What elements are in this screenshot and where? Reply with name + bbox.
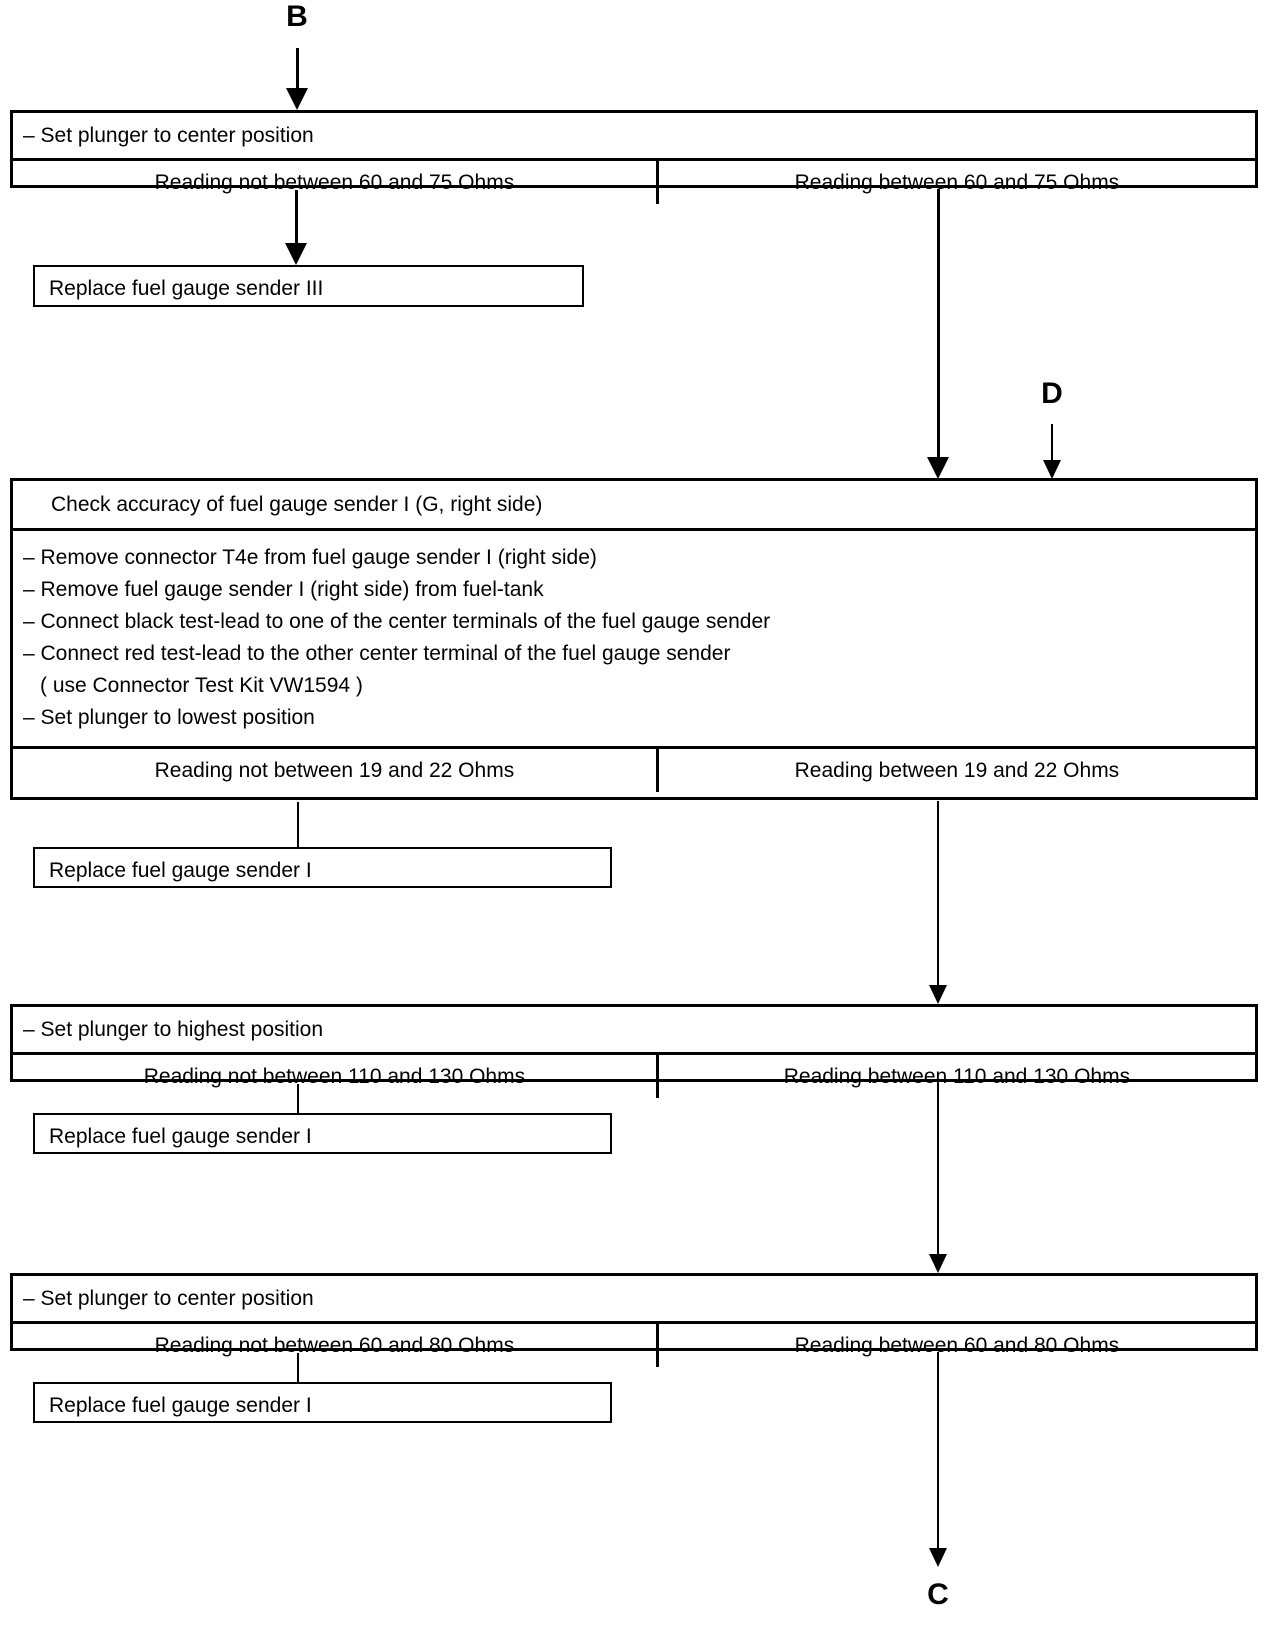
connector-label-d: D <box>1041 377 1063 410</box>
branch-row: Reading not between 60 and 80 Ohms Readi… <box>13 1321 1255 1367</box>
branch-pass-label: Reading between 60 and 80 Ohms <box>794 1334 1120 1357</box>
result-text: Replace fuel gauge sender I <box>49 859 312 882</box>
arrow-pass-to-connector-c <box>918 1352 958 1567</box>
result-replace-fuel-gauge-sender-iii: Replace fuel gauge sender III <box>33 265 584 307</box>
block-check-accuracy: Check accuracy of fuel gauge sender I (G… <box>10 478 1258 800</box>
branch-fail-label: Reading not between 60 and 80 Ohms <box>13 1324 659 1367</box>
arrow-b-to-center-block <box>277 48 317 110</box>
arrow-d-to-check-accuracy <box>1032 424 1072 479</box>
branch-pass-label: Reading between 110 and 130 Ohms <box>783 1065 1131 1088</box>
instruction-text: – Set plunger to highest position <box>23 1018 324 1041</box>
arrow-pass-to-highest-position <box>918 801 958 1004</box>
result-text: Replace fuel gauge sender I <box>49 1125 312 1148</box>
branch-row: Reading not between 19 and 22 Ohms Readi… <box>13 746 1255 792</box>
branch-fail-label: Reading not between 19 and 22 Ohms <box>13 749 659 792</box>
block-set-plunger-center-1: – Set plunger to center position Reading… <box>10 110 1258 204</box>
branch-fail-label: Reading not between 60 and 75 Ohms <box>13 161 659 204</box>
block-set-plunger-highest: – Set plunger to highest position Readin… <box>10 1004 1258 1098</box>
step-item-continuation: ( use Connector Test Kit VW1594 ) <box>40 674 363 697</box>
step-item: – Connect red test-lead to the other cen… <box>23 642 731 665</box>
result-replace-fuel-gauge-sender-i-1: Replace fuel gauge sender I <box>33 847 612 888</box>
step-item: – Connect black test-lead to one of the … <box>23 610 771 633</box>
branch-fail-label: Reading not between 110 and 130 Ohms <box>13 1055 659 1098</box>
connector-label-c: C <box>927 1578 949 1611</box>
instruction-text: – Set plunger to center position <box>23 124 314 147</box>
branch-pass-label: Reading between 19 and 22 Ohms <box>794 759 1120 782</box>
connector-label-b: B <box>286 0 308 33</box>
step-item: – Remove connector T4e from fuel gauge s… <box>23 546 597 569</box>
arrow-fail-to-replace-sender-iii <box>276 190 316 265</box>
block-set-plunger-center-2: – Set plunger to center position Reading… <box>10 1273 1258 1367</box>
block-header-text: Check accuracy of fuel gauge sender I (G… <box>51 493 543 516</box>
branch-row: Reading not between 110 and 130 Ohms Rea… <box>13 1052 1255 1098</box>
arrow-pass-to-check-accuracy <box>918 189 958 479</box>
step-item: – Remove fuel gauge sender I (right side… <box>23 578 544 601</box>
steps-list: – Remove connector T4e from fuel gauge s… <box>13 528 1255 746</box>
result-text: Replace fuel gauge sender III <box>49 277 324 300</box>
arrow-pass-to-center-position-2 <box>918 1083 958 1273</box>
step-item: – Set plunger to lowest position <box>23 706 315 729</box>
branch-row: Reading not between 60 and 75 Ohms Readi… <box>13 158 1255 204</box>
branch-pass-label: Reading between 60 and 75 Ohms <box>794 171 1120 194</box>
instruction-text: – Set plunger to center position <box>23 1287 314 1310</box>
result-replace-fuel-gauge-sender-i-3: Replace fuel gauge sender I <box>33 1382 612 1423</box>
result-text: Replace fuel gauge sender I <box>49 1394 312 1417</box>
result-replace-fuel-gauge-sender-i-2: Replace fuel gauge sender I <box>33 1113 612 1154</box>
